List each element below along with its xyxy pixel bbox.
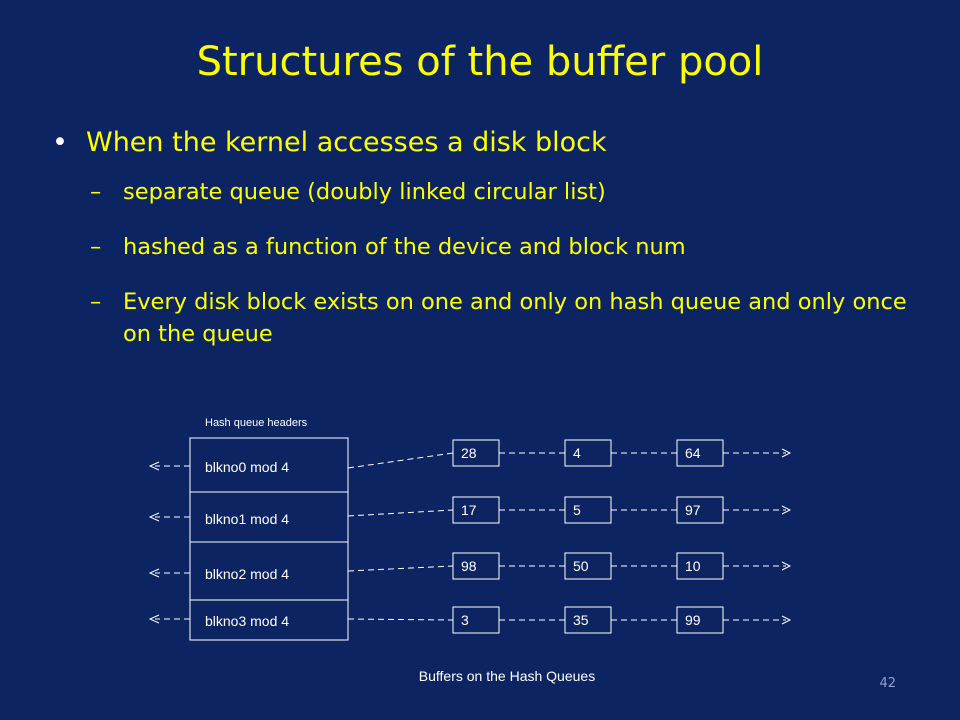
buffer-label: 99: [685, 612, 701, 628]
back-pointer-arrow: [148, 614, 160, 624]
buffer-label: 28: [461, 445, 477, 461]
buffer-label: 3: [461, 612, 469, 628]
forward-pointer-arrow: [781, 561, 792, 571]
slide-title: Structures of the buffer pool: [196, 39, 764, 85]
slide-number: 42: [879, 676, 896, 691]
buffer-label: 97: [685, 502, 701, 518]
queue-link-line: [347, 452, 454, 469]
sub-bullet-marker: –: [90, 179, 102, 205]
queue-header-label: blkno0 mod 4: [205, 459, 289, 475]
buffer-label: 5: [573, 502, 581, 518]
back-pointer-arrow: [148, 512, 160, 522]
buffer-label: 10: [685, 558, 701, 574]
sub-bullet-item: – Every disk block exists on one and onl…: [48, 286, 928, 350]
sub-bullet-text: hashed as a function of the device and b…: [123, 234, 686, 260]
sub-bullet-marker: –: [90, 234, 102, 260]
bullet-text: When the kernel accesses a disk block: [86, 127, 607, 158]
forward-pointer-arrow: [781, 448, 792, 458]
buffer-box: [452, 606, 500, 634]
diagram-caption: Buffers on the Hash Queues: [419, 668, 595, 684]
buffer-label: 35: [573, 612, 589, 628]
queue-header-box: [189, 599, 349, 641]
queue-link-line: [347, 509, 454, 517]
headers-caption: Hash queue headers: [205, 417, 308, 429]
sub-bullet-item: – separate queue (doubly linked circular…: [48, 176, 928, 208]
buffer-label: 64: [685, 445, 701, 461]
sub-bullet-text: Every disk block exists on one and only …: [123, 289, 907, 347]
queue-header-label: blkno3 mod 4: [205, 613, 289, 629]
buffer-label: 17: [461, 502, 477, 518]
sub-bullet-marker: –: [90, 289, 102, 315]
queue-header-label: blkno2 mod 4: [205, 566, 289, 582]
buffer-label: 4: [573, 445, 581, 461]
buffer-label: 98: [461, 558, 477, 574]
queue-header-label: blkno1 mod 4: [205, 511, 289, 527]
queue-link-line: [347, 618, 454, 621]
sub-bullet-item: – hashed as a function of the device and…: [48, 231, 928, 263]
buffer-box: [564, 439, 612, 467]
forward-pointer-arrow: [781, 505, 792, 515]
buffer-box: [564, 496, 612, 524]
sub-bullet-text: separate queue (doubly linked circular l…: [123, 179, 606, 205]
bullet-list: • When the kernel accesses a disk block …: [48, 124, 928, 350]
back-pointer-arrow: [148, 461, 160, 471]
back-pointer-arrow: [148, 568, 160, 578]
buffer-label: 50: [573, 558, 589, 574]
queue-link-line: [347, 565, 454, 572]
forward-pointer-arrow: [781, 615, 792, 625]
bullet-item: • When the kernel accesses a disk block: [48, 124, 928, 162]
bullet-marker: •: [52, 127, 68, 158]
